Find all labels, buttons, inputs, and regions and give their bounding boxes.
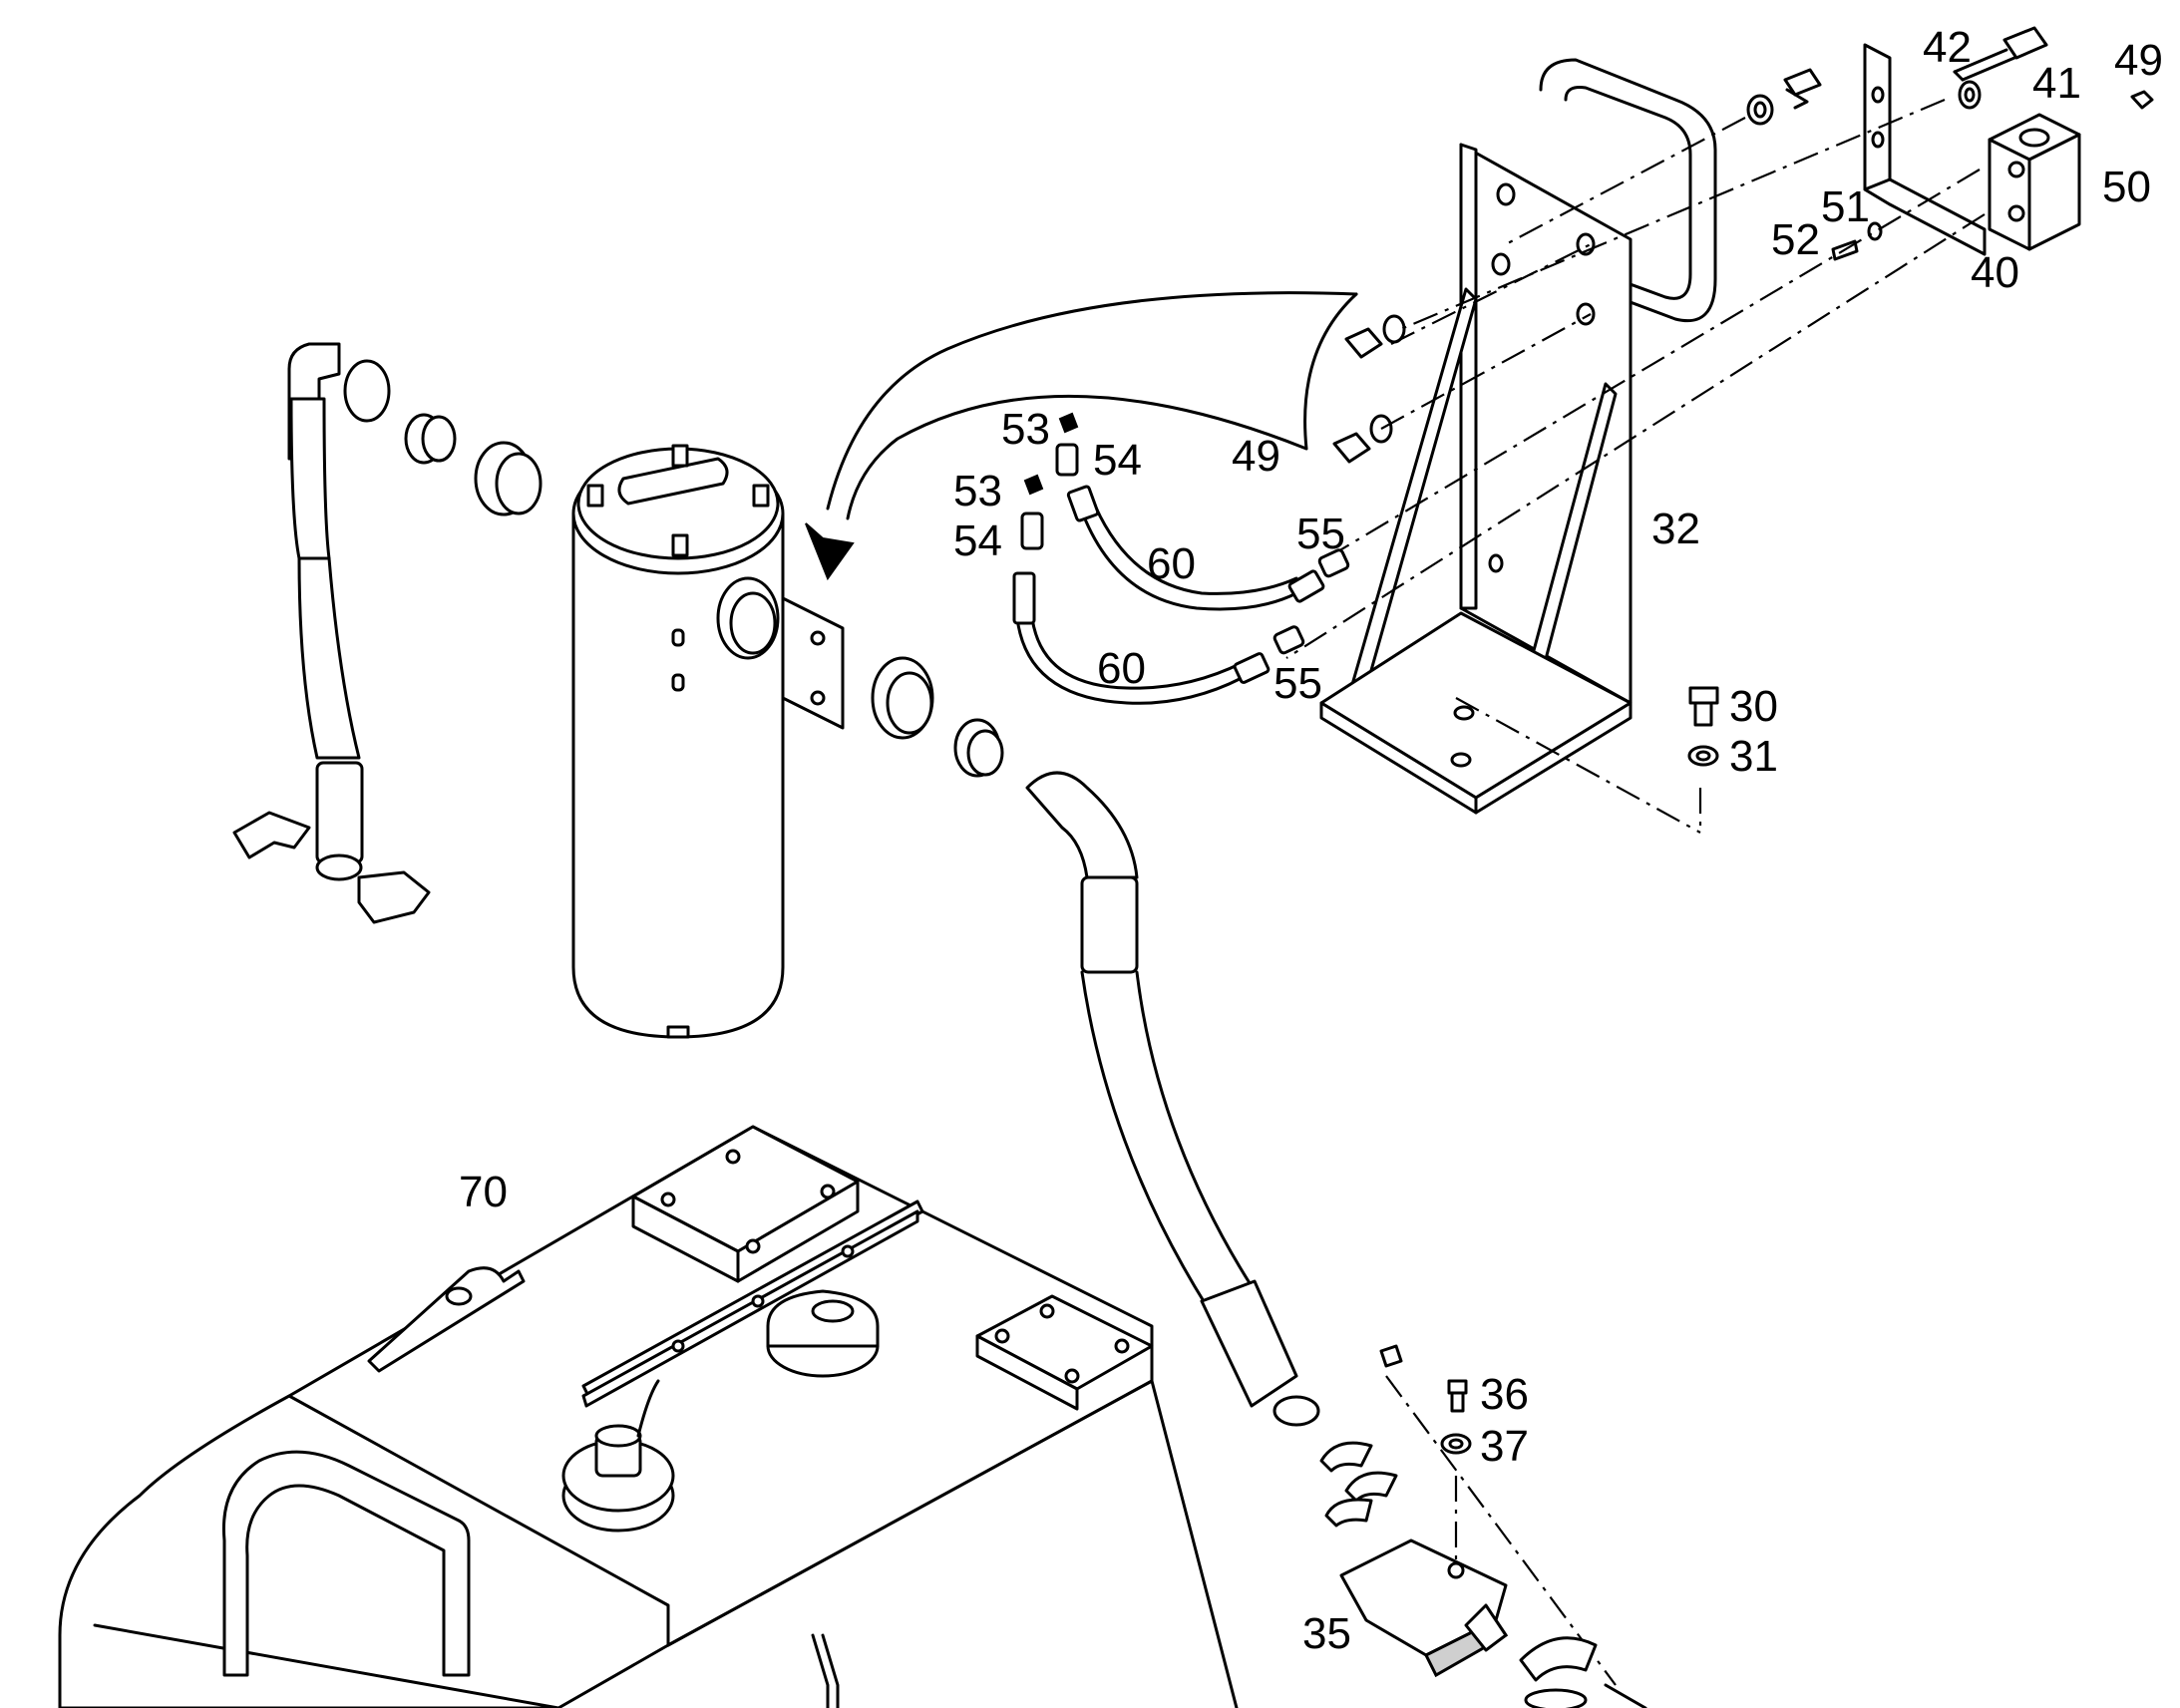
callout-53: 53 bbox=[953, 467, 1002, 515]
callout-70: 70 bbox=[459, 1168, 508, 1216]
callout-53: 53 bbox=[1001, 405, 1050, 454]
callout-49: 49 bbox=[2114, 36, 2163, 85]
callout-40: 40 bbox=[1971, 248, 2019, 297]
suction-hose-left bbox=[232, 342, 543, 924]
callout-labels: 42 49 41 50 51 52 40 53 54 53 54 49 55 6… bbox=[459, 23, 2163, 1658]
callout-32: 32 bbox=[1651, 505, 1700, 553]
callout-60: 60 bbox=[1097, 644, 1146, 693]
callout-49: 49 bbox=[1232, 432, 1280, 481]
mounting-bracket-32 bbox=[1319, 58, 1717, 815]
callout-55: 55 bbox=[1296, 510, 1345, 558]
callout-35: 35 bbox=[1302, 1609, 1351, 1658]
callout-31: 31 bbox=[1729, 732, 1778, 781]
detail-arrow bbox=[805, 291, 1358, 581]
callout-36: 36 bbox=[1480, 1370, 1529, 1419]
clamp-assembly-35 bbox=[1319, 1344, 1647, 1708]
callout-52: 52 bbox=[1771, 215, 1820, 264]
callout-30: 30 bbox=[1729, 682, 1778, 731]
callout-54: 54 bbox=[1093, 436, 1142, 485]
callout-51: 51 bbox=[1821, 182, 1870, 231]
callout-60: 60 bbox=[1147, 539, 1196, 588]
callout-41: 41 bbox=[2032, 59, 2081, 108]
assembly-lines bbox=[1285, 98, 1986, 1686]
callout-42: 42 bbox=[1923, 23, 1972, 72]
return-hose-right bbox=[871, 656, 1320, 1427]
callout-37: 37 bbox=[1480, 1422, 1529, 1471]
hose-lines-60 bbox=[1012, 412, 1350, 705]
filter-canister bbox=[571, 444, 845, 1039]
hydraulic-tank-70 bbox=[58, 1125, 1239, 1708]
callout-54: 54 bbox=[953, 516, 1002, 565]
fasteners-top-right bbox=[1332, 26, 2154, 767]
valve-block-50 bbox=[1988, 113, 2081, 251]
callout-50: 50 bbox=[2102, 163, 2151, 211]
angle-bracket-40 bbox=[1863, 43, 1987, 256]
callout-55: 55 bbox=[1273, 659, 1322, 708]
